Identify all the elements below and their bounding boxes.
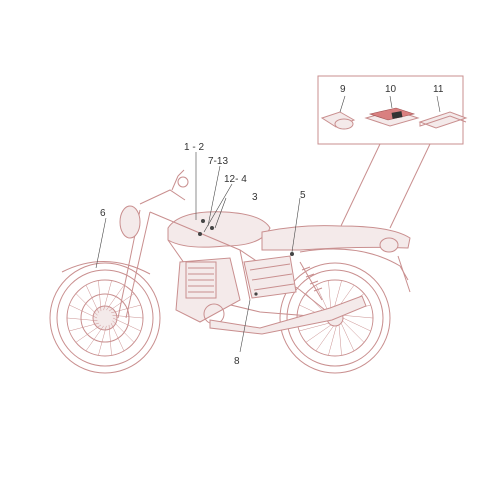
wheel-spoke (75, 293, 98, 316)
inset-parts-box (317, 75, 468, 229)
callout-3: 3 (252, 192, 258, 203)
inset-leader-left (339, 143, 381, 229)
wheel-spoke (106, 284, 125, 311)
decal-dot (290, 252, 294, 256)
inset-leader-right (389, 143, 431, 229)
wheel-spoke (340, 323, 355, 352)
wheel-spoke (112, 320, 135, 343)
wheel-spoke (111, 304, 141, 314)
wheel-spoke (342, 317, 371, 332)
wheel-spoke (103, 280, 112, 311)
wheel-spoke (315, 325, 334, 352)
callout-7-13: 7-13 (208, 156, 228, 167)
wheel-spoke (85, 284, 100, 313)
callout-9: 9 (340, 84, 346, 95)
decal-dot (198, 232, 202, 236)
wheel-spoke (98, 325, 107, 356)
callout-labels: 1 - 2 7-13 12- 4 3 5 6 8 9 10 11 (100, 84, 444, 367)
callout-10: 10 (385, 84, 397, 95)
wheel-spoke (112, 317, 141, 332)
decal-dot (254, 292, 258, 296)
license-bracket (397, 255, 411, 293)
wheel-spoke (85, 325, 104, 352)
wheel-spoke (75, 324, 102, 343)
side-cover-vents (249, 263, 295, 291)
callout-12-4: 12- 4 (224, 174, 247, 185)
seat (261, 225, 411, 251)
callout-5: 5 (300, 190, 306, 201)
wheel-spoke (328, 280, 332, 312)
wheel-spoke (69, 304, 98, 319)
decal-markers (198, 219, 294, 296)
wheel-spoke (110, 323, 125, 352)
pouch-part (320, 111, 356, 130)
callout-8: 8 (234, 356, 240, 367)
decal-dot (210, 226, 214, 230)
wheel-spoke (108, 324, 112, 356)
rear-fender (299, 248, 409, 281)
callout-leaders (95, 152, 301, 353)
wheel-spoke (69, 322, 99, 332)
front-wheel (49, 262, 161, 374)
decal-dot (201, 219, 205, 223)
wheel-spoke (112, 315, 144, 319)
mirror (171, 169, 185, 191)
rear-shock (299, 261, 323, 301)
wheel-spoke (342, 320, 365, 343)
fuel-tank (167, 211, 271, 248)
mirror-head (177, 176, 189, 188)
wheel-spoke (338, 324, 342, 356)
handlebar (139, 189, 186, 205)
tail-light (379, 237, 399, 253)
exhaust (209, 295, 367, 335)
front-fender (61, 261, 151, 275)
wheel-spoke (333, 280, 342, 311)
wheel-spoke (66, 317, 98, 321)
manual-booklet-part (364, 107, 420, 127)
callout-6: 6 (100, 208, 106, 219)
inset-leaders (339, 95, 441, 113)
wheel-spoke (328, 325, 337, 356)
motorcycle-outline (49, 169, 411, 374)
card-part (418, 111, 468, 129)
wheel-spoke (342, 315, 374, 319)
wheel-spoke (299, 322, 329, 332)
callout-11: 11 (433, 84, 444, 95)
engine-block (175, 257, 241, 325)
wheel-spoke (305, 324, 332, 343)
callout-1-2: 1 - 2 (184, 142, 204, 153)
inset-frame (317, 75, 464, 145)
wheel-spoke (98, 280, 102, 312)
headlight (119, 205, 141, 239)
